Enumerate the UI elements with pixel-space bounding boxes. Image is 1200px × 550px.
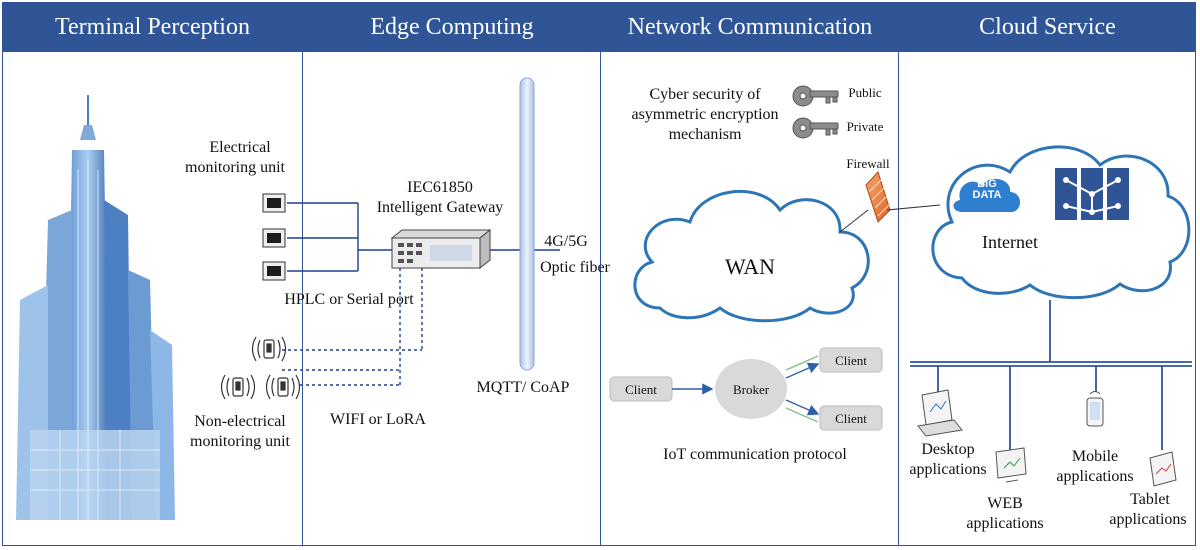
gateway-device-icon: [390, 228, 492, 270]
client-left-label: Client: [625, 382, 657, 397]
divider-1: [302, 2, 303, 546]
wan-label: WAN: [724, 254, 776, 279]
client-top-label: Client: [835, 353, 867, 368]
mobile-label-line2: applications: [1056, 468, 1134, 485]
wan-cloud: [633, 189, 870, 323]
broker-node: [715, 359, 787, 419]
big-data-data: DATA: [972, 189, 1002, 201]
key-icons: [792, 85, 839, 139]
tablet-label-line2: applications: [1109, 511, 1187, 528]
header-cloud-service: Cloud Service: [899, 2, 1196, 52]
mobile-phone-icon: [1086, 391, 1104, 427]
big-data-big: BIG: [977, 178, 997, 190]
client-top-box: [819, 347, 883, 373]
hplc-label: HPLC or Serial port: [284, 291, 414, 308]
laptop-icon: [917, 389, 963, 437]
web-label-line2: applications: [966, 515, 1044, 532]
web-label-line1: WEB: [987, 495, 1023, 512]
header-terminal-perception: Terminal Perception: [2, 2, 303, 52]
optic-fiber-label: Optic fiber: [540, 259, 610, 276]
firewall-label: Firewall: [846, 156, 890, 171]
mqtt-coap-label: MQTT/ CoAP: [476, 379, 570, 396]
electrical-monitor-icons: [262, 193, 286, 281]
gateway-label-line2: Intelligent Gateway: [376, 199, 504, 216]
cyber-security-line3: mechanism: [668, 126, 742, 143]
4g5g-label: 4G/5G: [544, 233, 588, 250]
broker-label: Broker: [732, 382, 770, 397]
electrical-unit-label-line2: monitoring unit: [185, 159, 285, 176]
iot-protocol-label: IoT communication protocol: [663, 446, 847, 463]
wifi-lora-label: WIFI or LoRA: [330, 411, 426, 428]
private-key-label: Private: [846, 119, 884, 134]
firewall-icon: [865, 171, 891, 223]
client-bottom-box: [819, 405, 883, 431]
communication-bus: [519, 77, 535, 371]
non-electrical-label-line2: monitoring unit: [190, 433, 290, 450]
cyber-security-line2: asymmetric encryption: [631, 106, 779, 123]
header-edge-computing: Edge Computing: [303, 2, 601, 52]
client-bottom-label: Client: [835, 411, 867, 426]
cyber-security-line1: Cyber security of: [649, 86, 761, 103]
electrical-unit-label-line1: Electrical: [209, 139, 271, 156]
internet-label: Internet: [982, 232, 1038, 252]
gateway-label-line1: IEC61850: [407, 179, 473, 196]
wireless-sensor-icons: [220, 336, 301, 400]
header-network-communication: Network Communication: [601, 2, 899, 52]
tablet-icon: [1149, 451, 1177, 487]
divider-3: [898, 2, 899, 546]
tablet-label-line1: Tablet: [1130, 491, 1170, 508]
desktop-label-line1: Desktop: [921, 441, 975, 458]
big-data-icon: [953, 178, 1021, 212]
server-cluster-icon: [1055, 168, 1129, 220]
mobile-label-line1: Mobile: [1071, 448, 1119, 465]
web-screen-icon: [995, 447, 1027, 483]
desktop-label-line2: applications: [909, 461, 987, 478]
non-electrical-label-line1: Non-electrical: [194, 413, 286, 430]
building-illustration: [16, 95, 175, 520]
public-key-label: Public: [848, 85, 882, 100]
divider-2: [600, 2, 601, 546]
app-distribution-bus: [910, 300, 1192, 450]
